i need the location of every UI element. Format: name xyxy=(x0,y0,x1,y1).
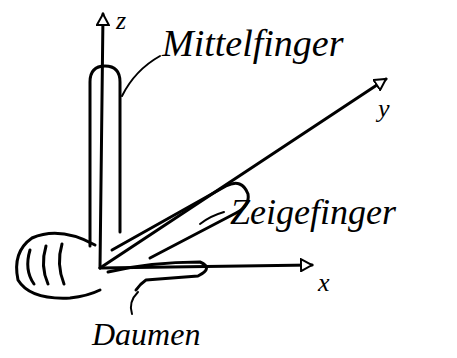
z-axis xyxy=(100,14,103,268)
knuckles xyxy=(28,244,64,284)
finger-label: Mittelfinger xyxy=(162,24,344,62)
finger-label: Zeigefinger xyxy=(230,194,396,230)
leader-line xyxy=(200,212,224,224)
y-axis xyxy=(100,79,386,268)
fist xyxy=(17,233,100,298)
leader-line xyxy=(122,56,160,96)
middle-finger xyxy=(90,66,120,246)
axis-label: z xyxy=(116,8,126,34)
x-axis xyxy=(100,265,312,268)
axis-label: y xyxy=(378,96,390,122)
axis-label: x xyxy=(318,270,330,296)
finger-label: Daumen xyxy=(92,318,200,350)
leader-line xyxy=(131,292,138,314)
